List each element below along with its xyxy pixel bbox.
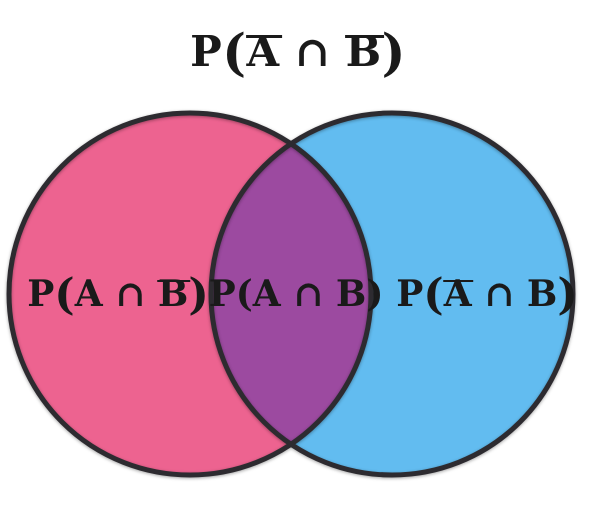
label-text-part: P	[396, 273, 424, 315]
complement-overline-term: A	[245, 27, 282, 76]
complement-overline-term: B	[344, 27, 384, 76]
region-label-a-and-b: P(A ∩ B)	[209, 276, 384, 312]
label-text-part: ∩	[279, 27, 346, 76]
region-label-not-a-and-b: P(A ∩ B)	[396, 269, 578, 321]
label-text-part: A	[74, 273, 103, 315]
region-label-a-and-not-b: P(A ∩ B)	[27, 269, 209, 321]
label-text-part: P	[27, 273, 55, 315]
label-text-part: ∩	[102, 273, 158, 315]
complement-overline-term: B	[157, 273, 191, 315]
title-label-not-a-and-not-b: P(A ∩ B)	[190, 23, 406, 83]
intersection-region-fill	[211, 113, 371, 475]
label-text-part: P(A ∩ B)	[208, 273, 384, 315]
label-text-part: P	[190, 27, 223, 76]
set-a-circle-outline	[6, 110, 374, 478]
set-b-circle-outline	[208, 110, 576, 478]
complement-overline-term: A	[443, 273, 474, 315]
label-text-part: ∩ B	[471, 273, 558, 315]
